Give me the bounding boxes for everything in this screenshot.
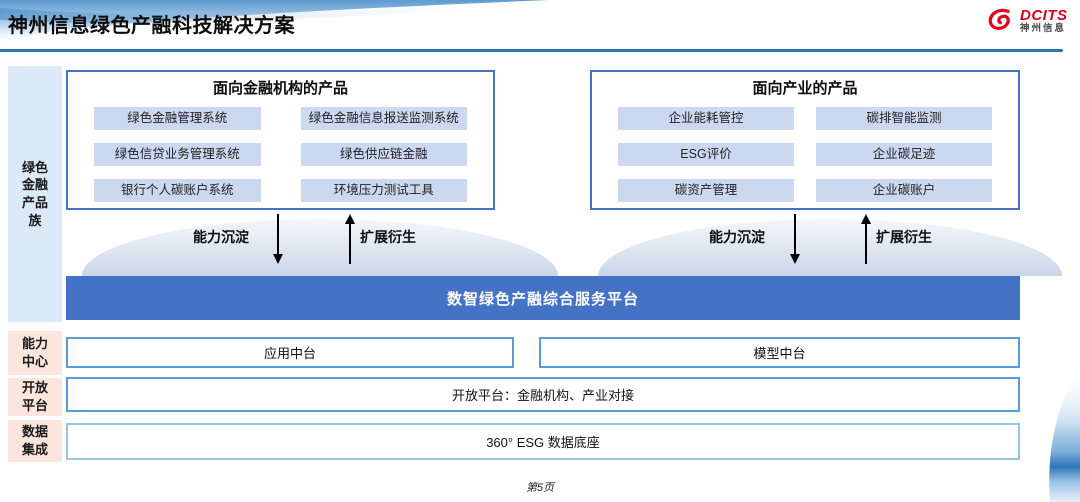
rail-label: 能力中心 [21, 336, 48, 369]
industry-products-box: 面向产业的产品 企业能耗管控 碳排智能监测 ESG评价 企业碳足迹 碳资产管理 … [590, 70, 1020, 210]
app-middle-layer-box: 应用中台 [66, 337, 514, 368]
down-arrow-icon [273, 214, 283, 264]
industry-products-title: 面向产业的产品 [752, 80, 858, 97]
rail-green-finance-family: 绿色金融产品族 [8, 66, 62, 322]
dcits-swoosh-icon [988, 8, 1010, 30]
logo-brand-cn-text: 神州信息 [1020, 23, 1067, 35]
product-item: ESG评价 [618, 143, 794, 166]
sink-label-right: 能力沉淀 [709, 229, 765, 245]
up-arrow-icon [861, 214, 871, 264]
rail-label: 开放平台 [21, 380, 48, 413]
finance-products-grid: 绿色金融管理系统 绿色金融信息报送监测系统 绿色信贷业务管理系统 绿色供应链金融… [94, 107, 467, 202]
model-middle-layer-box: 模型中台 [539, 337, 1020, 368]
app-middle-layer-label: 应用中台 [263, 346, 316, 361]
sink-label-left: 能力沉淀 [193, 229, 249, 245]
logo-brand-text: DCITS [1020, 6, 1068, 24]
finance-products-box: 面向金融机构的产品 绿色金融管理系统 绿色金融信息报送监测系统 绿色信贷业务管理… [66, 70, 495, 210]
product-item: 碳排智能监测 [816, 107, 992, 130]
rail-label: 数据集成 [21, 424, 48, 457]
industry-products-grid: 企业能耗管控 碳排智能监测 ESG评价 企业碳足迹 碳资产管理 企业碳账户 [618, 107, 992, 202]
derive-label-left: 扩展衍生 [360, 229, 416, 245]
rail-data-integration: 数据集成 [8, 420, 62, 462]
rail-open-platform: 开放平台 [8, 378, 62, 416]
product-item: 绿色供应链金融 [300, 143, 467, 166]
page-number: 第5页 [525, 482, 555, 494]
platform-bar: 数智绿色产融综合服务平台 [66, 276, 1020, 320]
finance-products-title: 面向金融机构的产品 [212, 80, 348, 97]
up-arrow-icon [345, 214, 355, 264]
product-item: 企业碳足迹 [816, 143, 992, 166]
product-item: 企业碳账户 [816, 179, 992, 202]
page-title: 神州信息绿色产融科技解决方案 [8, 15, 295, 37]
product-item: 绿色金融信息报送监测系统 [300, 107, 467, 130]
esg-data-base-box: 360° ESG 数据底座 [66, 423, 1020, 460]
product-item: 碳资产管理 [618, 179, 794, 202]
platform-title: 数智绿色产融综合服务平台 [446, 290, 639, 308]
product-item: 环境压力测试工具 [300, 179, 467, 202]
open-platform-label: 开放平台：金融机构、产业对接 [451, 388, 634, 403]
esg-data-base-label: 360° ESG 数据底座 [486, 435, 600, 450]
dome-decoration-left [82, 219, 558, 276]
dcits-logo: DCITS 神州信息 [986, 6, 1068, 36]
product-item: 银行个人碳账户系统 [94, 179, 261, 202]
open-platform-box: 开放平台：金融机构、产业对接 [66, 377, 1020, 412]
rail-label: 绿色金融产品族 [21, 159, 48, 228]
dome-decoration-right [598, 219, 1062, 276]
model-middle-layer-label: 模型中台 [753, 346, 806, 361]
derive-label-right: 扩展衍生 [876, 229, 932, 245]
down-arrow-icon [790, 214, 800, 264]
rail-capability-center: 能力中心 [8, 331, 62, 375]
product-item: 绿色信贷业务管理系统 [94, 143, 261, 166]
product-item: 企业能耗管控 [618, 107, 794, 130]
product-item: 绿色金融管理系统 [94, 107, 261, 130]
header-divider [0, 49, 1063, 52]
